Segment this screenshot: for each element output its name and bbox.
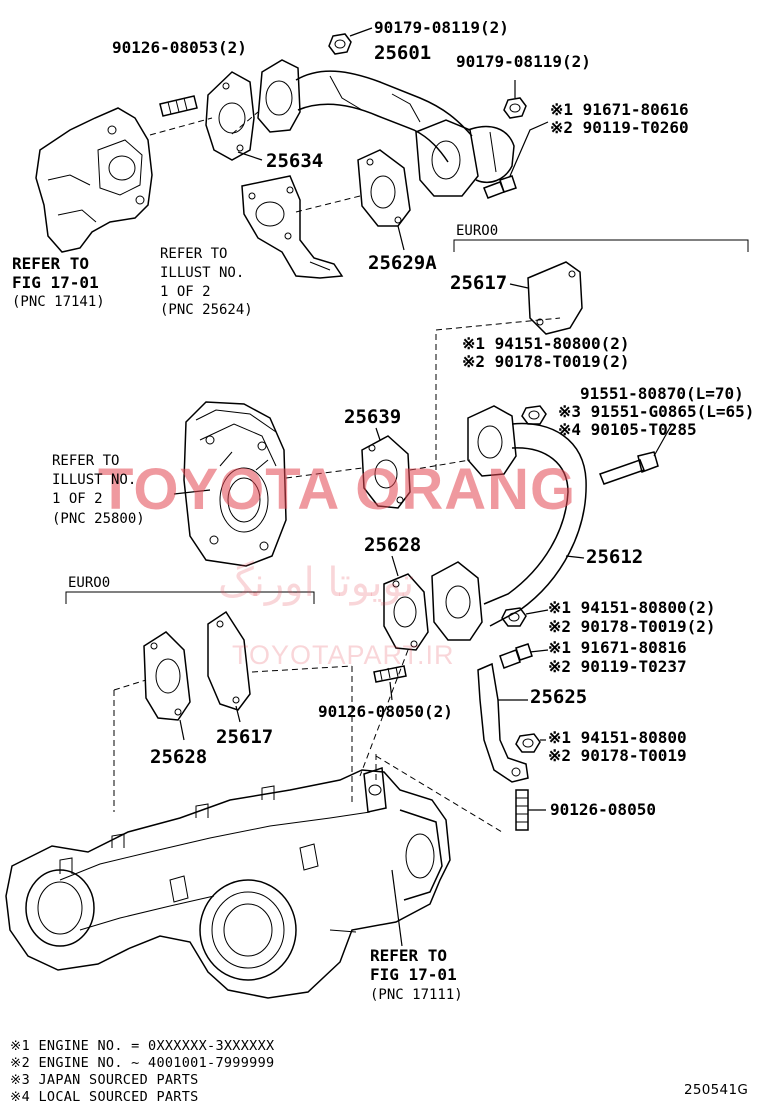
label-25625: 25625 [530,686,588,708]
label-25628-bottom: 25628 [150,746,208,768]
gasket-25628-mid [383,573,429,651]
nut-94151-80800-a [521,405,547,425]
stud-90126-08050 [515,789,529,831]
figure-id: 250541G [684,1082,749,1098]
stud-90126-08053 [159,95,198,117]
gasket-25634 [205,71,255,161]
label-90105-T0285: ※4 90105-T0285 [558,420,697,439]
label-90119-T0260: ※2 90119-T0260 [550,118,689,137]
ref-illust-25800-line1: REFER TO [52,453,120,469]
label-90178-T0019-a: ※2 90178-T0019(2) [462,352,630,371]
stud-90126-08050-2 [373,665,407,683]
footnote-1: ※1 ENGINE NO. = 0XXXXXX-3XXXXXX [10,1038,275,1054]
label-90119-T0237: ※2 90119-T0237 [548,657,687,676]
egr-adapter-25624 [241,175,344,279]
label-90126-08053: 90126-08053(2) [112,38,247,57]
label-euro0-left: EURO0 [68,575,111,591]
ref-illust-25800-line3: 1 OF 2 [52,491,103,507]
label-25634: 25634 [266,150,324,172]
label-euro0-right: EURO0 [456,223,499,239]
ref-fig-17-01-bottom-line1: REFER TO [370,946,448,965]
label-25601: 25601 [374,42,432,64]
footnote-2: ※2 ENGINE NO. ~ 4001001-7999999 [10,1055,275,1071]
nut-90179-08119-top [328,33,352,55]
label-91551-G0865: ※3 91551-G0865(L=65) [558,402,755,421]
label-90126-08050: 90126-08050 [550,800,656,819]
ref-illust-25800-line2: ILLUST NO. [52,472,137,488]
ref-fig-17-01-top-line2: FIG 17-01 [12,273,99,292]
ref-illust-25800-line4: (PNC 25800) [52,511,145,527]
bolt-91671-80816 [499,643,533,669]
label-25629A: 25629A [368,252,437,274]
nut-94151-80800-b [501,607,527,627]
cover-plate-25617-top [527,261,583,335]
euro-bracket-left [65,591,315,604]
label-94151-80800-b: ※1 94151-80800(2) [548,598,716,617]
intake-manifold [5,766,451,999]
label-91671-80816: ※1 91671-80816 [548,638,687,657]
nut-94151-80800-c [515,733,541,753]
ref-illust-25624-line1: REFER TO [160,246,228,262]
label-94151-80800-a: ※1 94151-80800(2) [462,334,630,353]
ref-fig-17-01-bottom-line2: FIG 17-01 [370,965,457,984]
bolt-91551-80870 [599,451,659,485]
ref-illust-25624-line4: (PNC 25624) [160,302,253,318]
euro-bracket-right [453,239,749,252]
bolt-91671-80616 [483,175,517,199]
label-25628-mid: 25628 [364,534,422,556]
ref-fig-17-01-top-line1: REFER TO [12,254,90,273]
egr-valve-body-25800 [183,401,287,567]
label-91551-80870: 91551-80870(L=70) [580,384,744,403]
label-25639: 25639 [344,406,402,428]
footnote-4: ※4 LOCAL SOURCED PARTS [10,1089,199,1105]
ref-fig-17-01-bottom-line3: (PNC 17111) [370,987,463,1003]
label-90126-08050-2: 90126-08050(2) [318,702,453,721]
gasket-25628-bottom [143,631,191,721]
ref-illust-25624-line3: 1 OF 2 [160,284,211,300]
nut-90179-08119-right [503,97,527,119]
label-25617-top: 25617 [450,272,508,294]
ref-fig-17-01-top-line3: (PNC 17141) [12,294,105,310]
label-25617-bottom: 25617 [216,726,274,748]
gasket-25629A [357,149,411,227]
egr-pipe-25612 [431,405,587,641]
label-90179-08119-top: 90179-08119(2) [374,18,509,37]
label-90179-08119-right: 90179-08119(2) [456,52,591,71]
ref-illust-25624-line2: ILLUST NO. [160,265,245,281]
exhaust-manifold-fragment [35,107,153,253]
gasket-25639 [361,435,411,509]
label-90178-T0019-b: ※2 90178-T0019(2) [548,617,716,636]
label-94151-80800-c: ※1 94151-80800 [548,728,687,747]
cover-plate-25617-bottom [207,610,251,711]
label-91671-80616: ※1 91671-80616 [550,100,689,119]
label-25612: 25612 [586,546,644,568]
footnote-3: ※3 JAPAN SOURCED PARTS [10,1072,199,1088]
label-90178-T0019-c: ※2 90178-T0019 [548,746,687,765]
egr-pipe-25601 [257,59,515,197]
bracket-25625 [477,662,529,783]
